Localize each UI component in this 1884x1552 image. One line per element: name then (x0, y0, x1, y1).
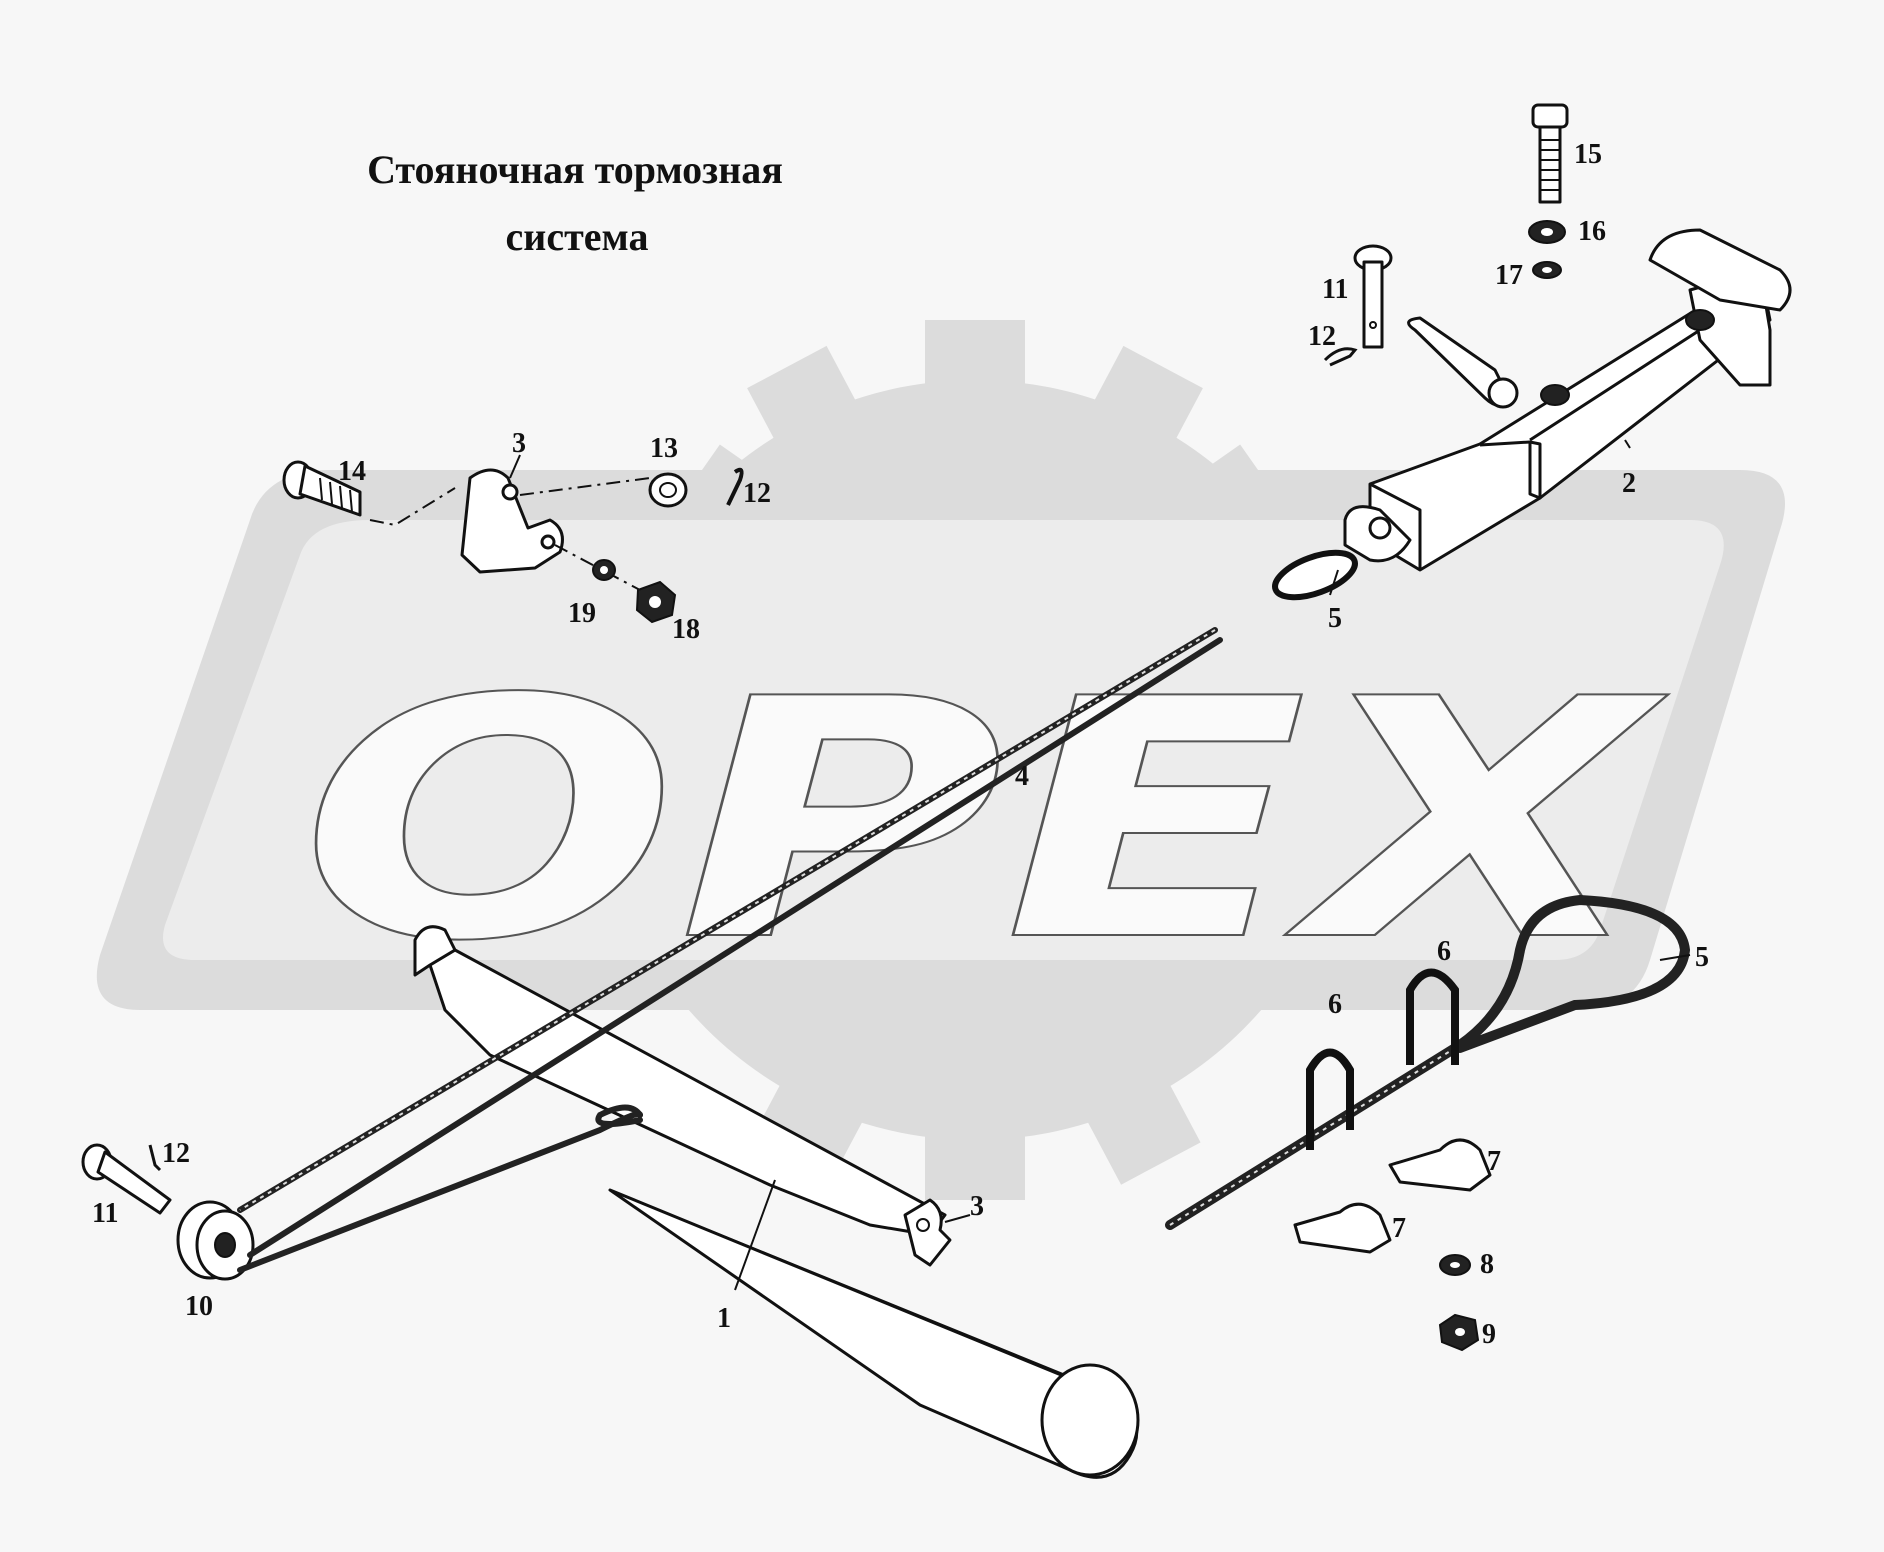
u-bolt-6-right (1406, 968, 1459, 1065)
callout-12-upper-left: 12 (743, 478, 771, 509)
callout-3-upper: 3 (512, 428, 526, 459)
callout-9: 9 (1482, 1319, 1496, 1350)
watermark-text: OPEX (300, 629, 1668, 1013)
washer-16 (1528, 220, 1566, 244)
u-bolt-6-left (1306, 1048, 1354, 1150)
callout-2: 2 (1622, 468, 1636, 499)
cable-end-detail (1165, 894, 1691, 1352)
bolt-15 (1531, 103, 1569, 204)
clamp-7-upper (1388, 1138, 1492, 1192)
callout-6-right: 6 (1437, 936, 1451, 967)
title-line-2: система (506, 214, 649, 259)
upper-right-assembly (1323, 103, 1792, 572)
callout-7-lower: 7 (1392, 1213, 1406, 1244)
cotter-pin-12-upper (1323, 347, 1358, 367)
watermark-plate-inner (163, 520, 1724, 960)
callout-3-lower: 3 (970, 1191, 984, 1222)
rail-2 (1368, 228, 1792, 572)
callout-16: 16 (1578, 216, 1606, 247)
callout-1: 1 (717, 1303, 731, 1334)
callout-14: 14 (338, 456, 366, 487)
callout-8: 8 (1480, 1249, 1494, 1280)
callout-18: 18 (672, 614, 700, 645)
callout-12-upper: 12 (1308, 321, 1336, 352)
callout-4: 4 (1015, 761, 1029, 792)
washer-17 (1532, 261, 1562, 279)
callout-11-lower: 11 (92, 1198, 118, 1229)
nut-9 (1438, 1313, 1480, 1352)
cotter-pin-12 (726, 467, 744, 506)
callout-12-lower: 12 (162, 1138, 190, 1169)
callout-5-upper: 5 (1328, 603, 1342, 634)
pin-11-upper (1353, 244, 1393, 349)
callout-5-lower: 5 (1695, 942, 1709, 973)
nut-18 (635, 580, 677, 624)
bracket-3 (460, 468, 564, 574)
pulley-10 (176, 1200, 255, 1281)
bolt-14 (282, 460, 362, 517)
callout-11-upper: 11 (1322, 274, 1348, 305)
clevis-3-lower (903, 1198, 952, 1267)
washer-8 (1439, 1254, 1471, 1276)
cotter-pin-12-lower (148, 1144, 162, 1172)
callout-19: 19 (568, 598, 596, 629)
cable-4 (237, 549, 1358, 1273)
rail-eye (1343, 505, 1412, 563)
callout-17: 17 (1495, 260, 1523, 291)
callout-13: 13 (650, 433, 678, 464)
callouts: 14 3 13 12 19 18 15 16 17 11 12 2 5 4 6 … (92, 139, 1709, 1350)
callout-15: 15 (1574, 139, 1602, 170)
title-line-1: Стояночная тормозная (367, 147, 783, 192)
callout-10: 10 (185, 1291, 213, 1322)
callout-7-upper: 7 (1487, 1146, 1501, 1177)
washer-19 (592, 559, 616, 581)
pin-11-lower (81, 1143, 172, 1215)
clamp-7-lower (1293, 1202, 1392, 1254)
washer-13 (648, 472, 688, 508)
leader-lines (509, 439, 1691, 1291)
bracket-assembly (282, 460, 744, 624)
callout-6-left: 6 (1328, 989, 1342, 1020)
